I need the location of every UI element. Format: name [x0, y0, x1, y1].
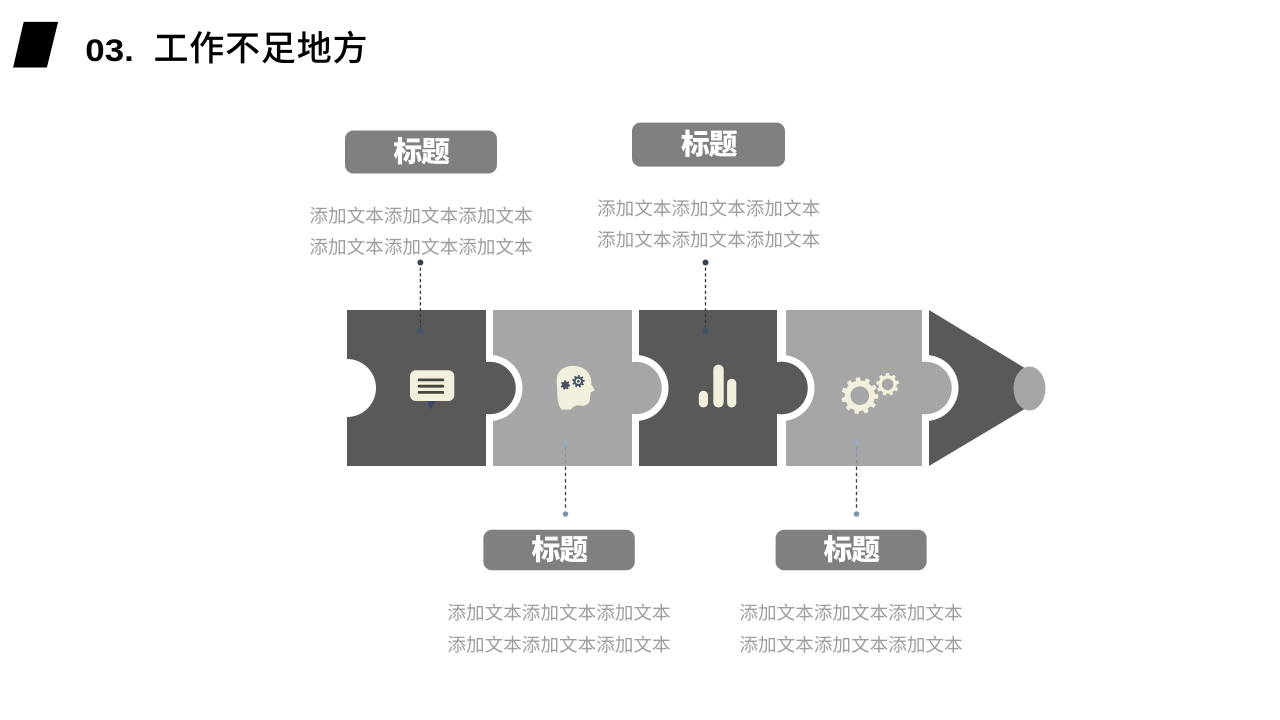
svg-text:03.: 03. — [85, 33, 134, 68]
